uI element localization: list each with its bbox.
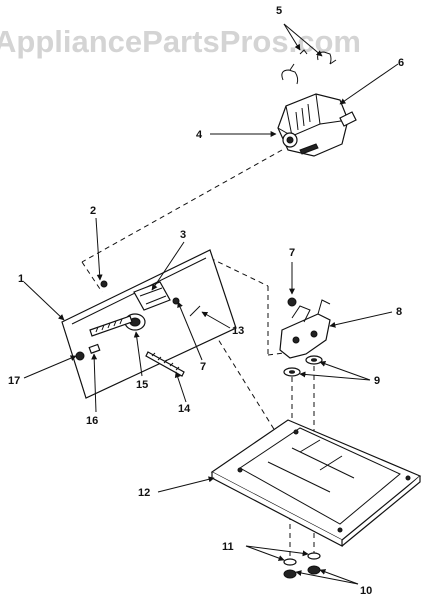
nuts-part-10	[283, 565, 321, 579]
callout-10: 10	[360, 585, 372, 597]
callout-3: 3	[180, 229, 186, 241]
callout-1: 1	[18, 273, 24, 285]
callout-7-mount: 7	[289, 247, 295, 259]
screw-part-2	[100, 280, 108, 288]
callout-11: 11	[222, 541, 234, 553]
callout-13: 13	[232, 325, 244, 337]
callout-16: 16	[86, 415, 98, 427]
callout-9: 9	[374, 375, 380, 387]
belt-part-14	[145, 351, 185, 377]
callout-7-bracket: 7	[200, 361, 206, 373]
callout-2: 2	[90, 205, 96, 217]
callout-5: 5	[276, 5, 282, 17]
callout-17: 17	[8, 375, 20, 387]
base-plate-part-12	[210, 419, 422, 547]
callout-labels: 5 6 4 2 3 1 7 8 13 7 17 9 15 14 16 12 11…	[8, 5, 404, 597]
motor-part-4	[277, 93, 357, 157]
bracket-plate-part-1	[61, 249, 237, 399]
tension-bracket-part-3	[133, 281, 171, 311]
callout-6: 6	[398, 57, 404, 69]
motor-mount-part-8	[279, 297, 331, 359]
callout-4: 4	[196, 129, 203, 141]
washers-part-9	[283, 355, 323, 377]
washers-part-11	[283, 552, 321, 566]
callout-12: 12	[138, 487, 150, 499]
callout-15: 15	[136, 379, 148, 391]
spring-rod	[89, 315, 133, 337]
callout-8: 8	[396, 306, 402, 318]
callout-leaders	[23, 23, 399, 585]
nut-part-7	[287, 297, 297, 307]
callout-14: 14	[178, 403, 191, 415]
shaft-part-16	[88, 343, 101, 354]
nut-part-17	[75, 351, 85, 361]
